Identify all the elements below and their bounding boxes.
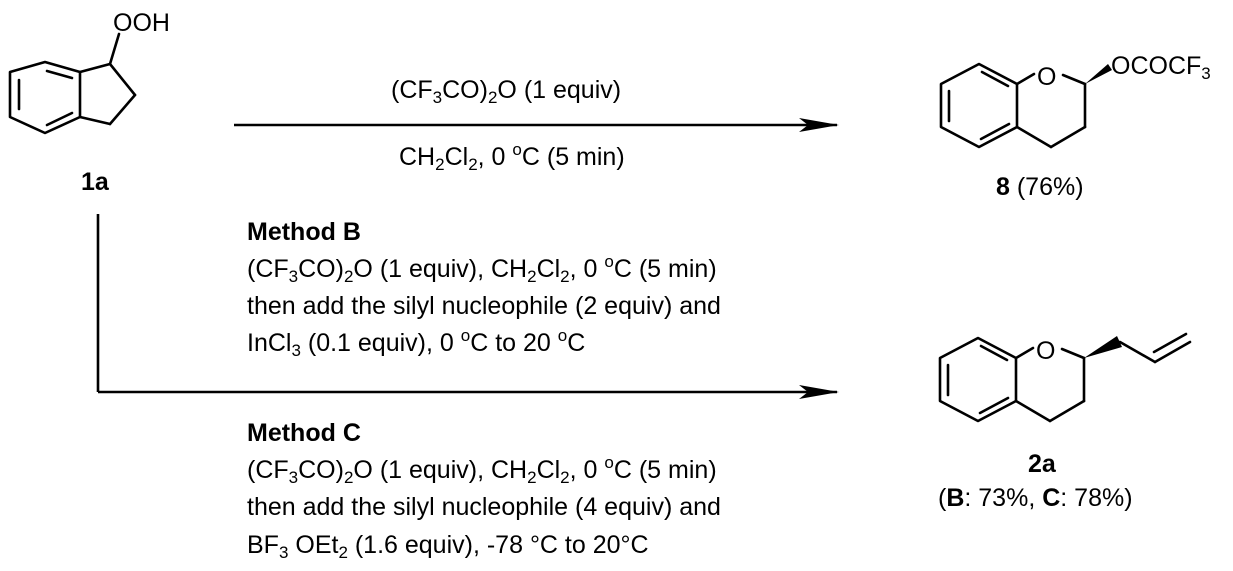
method-c-line-2: then add the silyl nucleophile (4 equiv)… (247, 493, 721, 521)
structure-1a (8, 32, 137, 135)
top-conditions: CH2Cl2, 0 oC (5 min) (399, 140, 625, 174)
method-b-line-2: then add the silyl nucleophile (2 equiv)… (247, 292, 721, 320)
method-c-line-1: (CF3CO)2O (1 equiv), CH2Cl2, 0 oC (5 min… (247, 453, 717, 487)
ring-oxygen-2a: O (1036, 337, 1055, 365)
structure-8 (939, 62, 1087, 149)
substituent-ooh: OOH (113, 9, 170, 37)
compound-label-1a: 1a (81, 168, 109, 196)
substituent-ocococf3: OCOCF3 (1111, 52, 1211, 83)
method-c-line-3: BF3 OEt2 (1.6 equiv), -78 °C to 20°C (247, 531, 649, 562)
ring-oxygen-8: O (1037, 63, 1056, 91)
compound-label-2a: 2a (1028, 450, 1056, 478)
wedge-bond-2a (1084, 336, 1122, 358)
yield-8: (76%) (1016, 173, 1084, 201)
method-c-title: Method C (247, 419, 361, 447)
wedge-bond-8 (1085, 64, 1112, 84)
method-b-line-1: (CF3CO)2O (1 equiv), CH2Cl2, 0 oC (5 min… (247, 252, 717, 286)
compound-label-8: 8 (76%) (996, 172, 1084, 202)
method-b-title: Method B (247, 218, 361, 246)
top-reagent: (CF3CO)2O (1 equiv) (391, 76, 622, 107)
structure-2a (938, 332, 1192, 423)
label-8: 8 (996, 173, 1010, 201)
yield-2a: (B: 73%, C: 78%) (938, 484, 1133, 512)
method-b-line-3: InCl3 (0.1 equiv), 0 oC to 20 oC (247, 326, 586, 360)
